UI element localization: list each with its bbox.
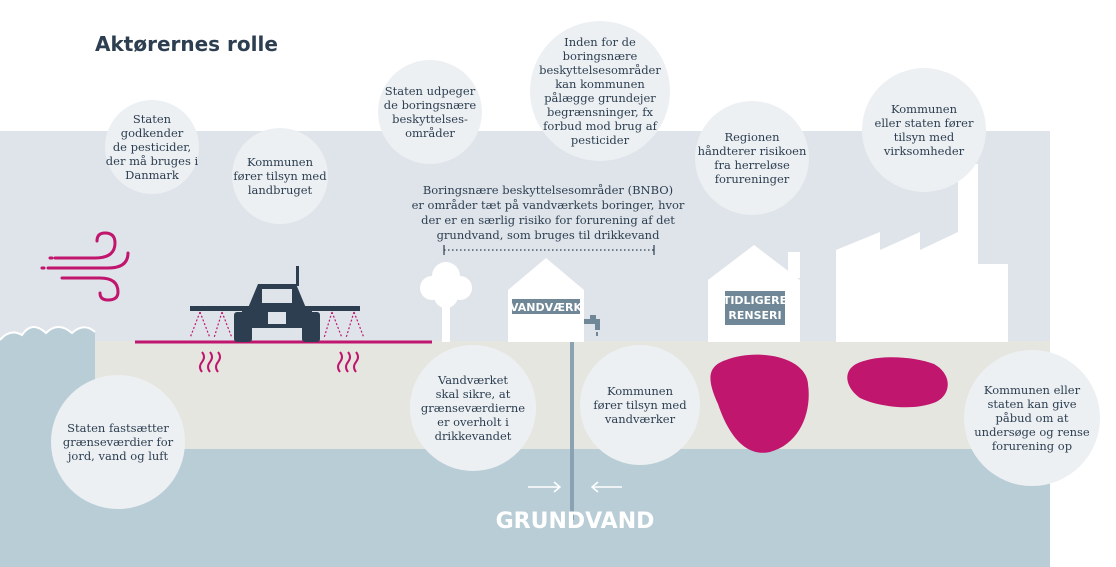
bubble-text-line: eller staten fører — [875, 116, 974, 130]
bubble-text-line: Kommunen — [891, 102, 958, 116]
bubble-text-line: begrænsninger, fx — [547, 105, 654, 119]
bubble-text-line: drikkevandet — [435, 429, 512, 443]
pollution-blob-2 — [847, 357, 948, 408]
bubble-text-line: Danmark — [125, 168, 180, 182]
bubble-text-line: Vandværket — [437, 373, 508, 387]
bubble-circle — [530, 21, 670, 161]
bubble-text-line: undersøge og rense — [974, 425, 1090, 439]
bubble-text-line: pålægge grundejer — [544, 91, 656, 105]
renseri-house — [708, 245, 800, 342]
factory-icon — [836, 164, 1008, 342]
bubble-circle — [695, 101, 809, 215]
bubble-text-line: grænseværdierne — [421, 401, 525, 415]
bubble-text-line: godkender — [121, 126, 184, 140]
bnbo-note-line-3: der er en særlig risiko for forurening a… — [421, 213, 675, 227]
renseri-label-2: RENSERI — [728, 309, 781, 322]
bubble-text-line: Kommunen — [247, 155, 314, 169]
bubble-text-line: fører tilsyn med — [593, 398, 687, 412]
page-title: Aktørernes rolle — [95, 32, 278, 56]
wind-icon — [40, 231, 130, 302]
bubble-text-line: håndterer risikoen — [698, 144, 807, 158]
bubble-text-line: områder — [405, 126, 455, 140]
bubble-circle — [105, 100, 199, 194]
bubble-text-line: kan kommunen — [555, 77, 645, 91]
bubble-text-line: de pesticider, — [113, 140, 191, 154]
bubble-circle — [51, 375, 185, 509]
bubble-text-line: Regionen — [724, 130, 780, 144]
info-bubble-4: Inden for deboringsnærebeskyttelsesområd… — [530, 21, 670, 161]
bubble-text-line: skal sikre, at — [436, 387, 511, 401]
bubble-text-line: Kommunen — [607, 384, 674, 398]
bubble-text-line: boringsnære — [563, 49, 638, 63]
bubble-text-line: fører tilsyn med — [233, 169, 327, 183]
bubble-text-line: tilsyn med — [894, 130, 955, 144]
bubble-text-line: Kommunen eller — [984, 383, 1081, 397]
bnbo-range-marker — [443, 245, 655, 255]
bubble-text-line: forurening op — [992, 439, 1072, 453]
pollution-blob-1 — [710, 354, 809, 453]
bubble-circle — [580, 345, 700, 465]
bubble-text-line: staten kan give — [987, 397, 1076, 411]
bubble-text-line: forureninger — [715, 172, 790, 186]
tractor-icon — [189, 266, 365, 342]
bnbo-note-line-1: Boringsnære beskyttelsesområder (BNBO) — [423, 183, 673, 197]
bubble-circle — [964, 350, 1100, 486]
bubble-text-line: vandværker — [604, 412, 676, 426]
bubble-text-line: Staten — [133, 112, 172, 126]
tree-icon — [420, 262, 472, 342]
faucet-icon — [584, 315, 600, 336]
bnbo-note: Boringsnære beskyttelsesområder (BNBO) e… — [412, 183, 685, 242]
bubble-text-line: Staten fastsætter — [67, 421, 169, 435]
bubble-text-line: der må bruges i — [106, 154, 199, 168]
bubble-text-line: landbruget — [248, 183, 313, 197]
bubble-text-line: beskyttelsesområder — [539, 63, 661, 77]
grundvand-label: GRUNDVAND — [496, 509, 655, 534]
vandvaerk-label: VANDVÆRK — [510, 301, 583, 314]
bubble-text-line: påbud om at — [996, 411, 1069, 425]
renseri-label-1: TIDLIGERE — [723, 294, 787, 307]
bubble-text-line: beskyttelses- — [392, 112, 468, 126]
arrows-icon — [528, 481, 622, 493]
bubble-text-line: de boringsnære — [384, 98, 477, 112]
bubble-text-line: jord, vand og luft — [66, 449, 169, 463]
bubble-text-line: forbud mod brug af — [543, 119, 657, 133]
bnbo-note-line-2: er områder tæt på vandværkets boringer, … — [412, 198, 685, 212]
bubble-text-line: pesticider — [571, 133, 630, 147]
bubble-text-line: grænseværdier for — [63, 435, 174, 449]
bubble-text-line: virksomheder — [883, 144, 965, 158]
bubble-circle — [862, 68, 986, 192]
seepage-squiggles — [199, 351, 359, 373]
bnbo-note-line-4: grundvand, som bruges til drikkevand — [437, 228, 661, 242]
bubble-text-line: Inden for de — [564, 35, 636, 49]
bubble-circle — [378, 60, 482, 164]
bubble-text-line: fra herreløse — [714, 158, 790, 172]
bubble-text-line: er overholt i — [437, 415, 509, 429]
bubble-circle — [232, 128, 328, 224]
bubble-circle — [410, 345, 536, 471]
vandvaerk-house — [508, 258, 584, 342]
bubble-text-line: Staten udpeger — [385, 84, 476, 98]
